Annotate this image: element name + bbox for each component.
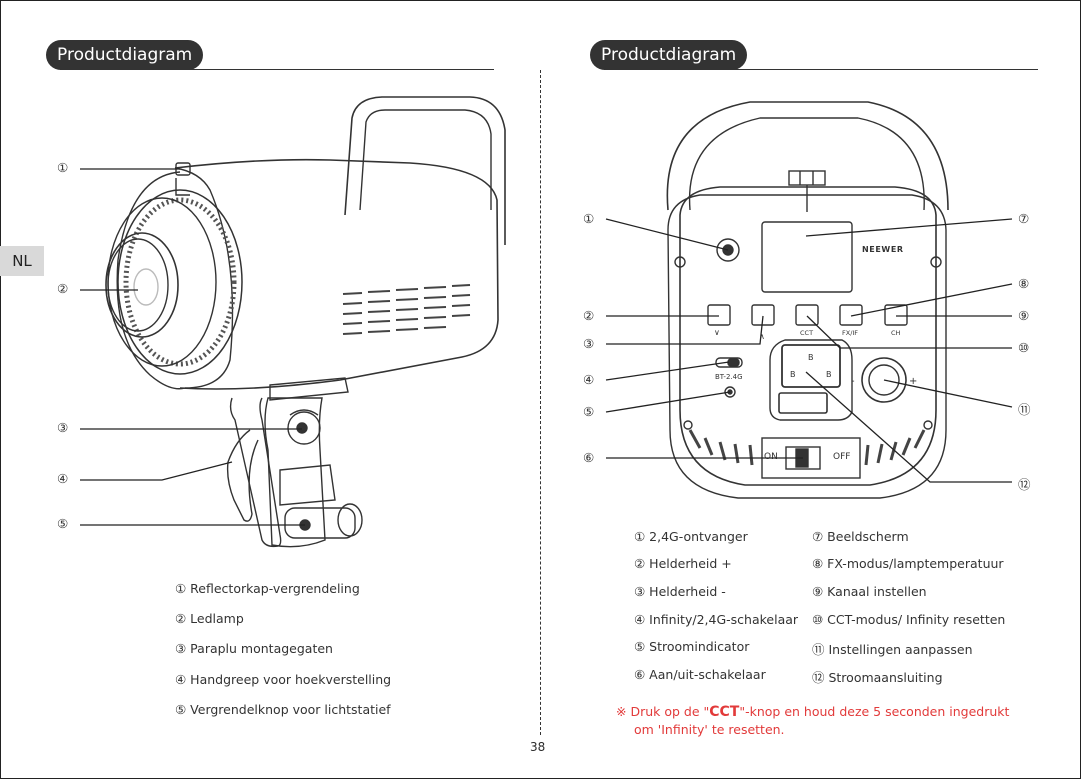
right-legend-item: ① 2,4G-ontvanger — [634, 529, 748, 544]
button-down-label: ∨ — [714, 328, 720, 337]
knob-plus-label: + — [909, 376, 917, 387]
right-callout-5: ⑤ — [583, 404, 595, 419]
page-number: 38 — [530, 740, 546, 754]
page-divider — [540, 70, 541, 735]
left-legend-item: ⑤ Vergrendelknop voor lichtstatief — [175, 702, 391, 717]
button-up-label: ∧ — [759, 332, 765, 341]
right-legend-item: ⑦ Beeldscherm — [812, 529, 909, 544]
left-callout-4: ④ — [57, 471, 69, 486]
button-ch-label: CH — [891, 329, 901, 337]
left-callout-5: ⑤ — [57, 516, 69, 531]
right-callout-2: ② — [583, 308, 595, 323]
power-off-label: OFF — [833, 452, 850, 462]
right-legend-item: ⑥ Aan/uit-schakelaar — [634, 667, 766, 682]
left-legend-item: ④ Handgreep voor hoekverstelling — [175, 672, 392, 687]
right-callout-1: ① — [583, 211, 595, 226]
right-title-rule — [604, 69, 1038, 70]
right-legend-item: ⑫ Stroomaansluiting — [812, 670, 943, 685]
right-section-title: Productdiagram — [590, 40, 748, 70]
knob-minus-label: - — [851, 376, 855, 387]
left-title-rule — [60, 69, 494, 70]
right-callout-7: ⑦ — [1018, 211, 1030, 226]
button-cct-label: CCT — [800, 329, 813, 337]
brand-logo: NEEWER — [862, 245, 904, 254]
right-legend-item: ④ Infinity/2,4G-schakelaar — [634, 612, 799, 627]
left-legend-item: ③ Paraplu montagegaten — [175, 641, 333, 656]
right-legend-item: ⑨ Kanaal instellen — [812, 584, 927, 599]
right-callout-3: ③ — [583, 336, 595, 351]
right-legend-item: ⑧ FX-modus/lamptemperatuur — [812, 556, 1004, 571]
right-legend-item: ⑩ CCT-modus/ Infinity resetten — [812, 612, 1006, 627]
note-suffix: "-knop en houd deze 5 seconden ingedrukt — [739, 704, 1010, 719]
right-legend-item: ⑤ Stroomindicator — [634, 639, 750, 654]
socket-letter: B — [826, 370, 832, 379]
right-legend-item: ③ Helderheid - — [634, 584, 726, 599]
language-tab[interactable]: NL — [0, 246, 44, 276]
switch-label: BT-2.4G — [715, 373, 743, 381]
right-callout-9: ⑨ — [1018, 308, 1030, 323]
reset-note: ※ Druk op de "CCT"-knop en houd deze 5 s… — [616, 703, 1009, 739]
power-on-label: ON — [764, 452, 778, 462]
left-legend-item: ② Ledlamp — [175, 611, 244, 626]
right-callout-11: ⑪ — [1018, 402, 1031, 417]
socket-letter: B — [808, 353, 814, 362]
note-prefix: ※ Druk op de " — [616, 704, 710, 719]
button-fx-label: FX/IF — [842, 329, 858, 337]
right-callout-10: ⑩ — [1018, 340, 1030, 355]
left-legend-item: ① Reflectorkap-vergrendeling — [175, 581, 360, 596]
right-legend-item: ② Helderheid + — [634, 556, 732, 571]
right-legend-item: ⑪ Instellingen aanpassen — [812, 642, 973, 657]
left-callout-2: ② — [57, 281, 69, 296]
left-callout-1: ① — [57, 160, 69, 175]
right-callout-8: ⑧ — [1018, 276, 1030, 291]
note-key: CCT — [709, 704, 740, 720]
left-section-title: Productdiagram — [46, 40, 204, 70]
left-callout-3: ③ — [57, 420, 69, 435]
note-line2: om 'Infinity' te resetten. — [634, 722, 785, 737]
right-callout-6: ⑥ — [583, 450, 595, 465]
right-callout-4: ④ — [583, 372, 595, 387]
socket-letter: B — [790, 370, 796, 379]
right-callout-12: ⑫ — [1018, 477, 1031, 492]
